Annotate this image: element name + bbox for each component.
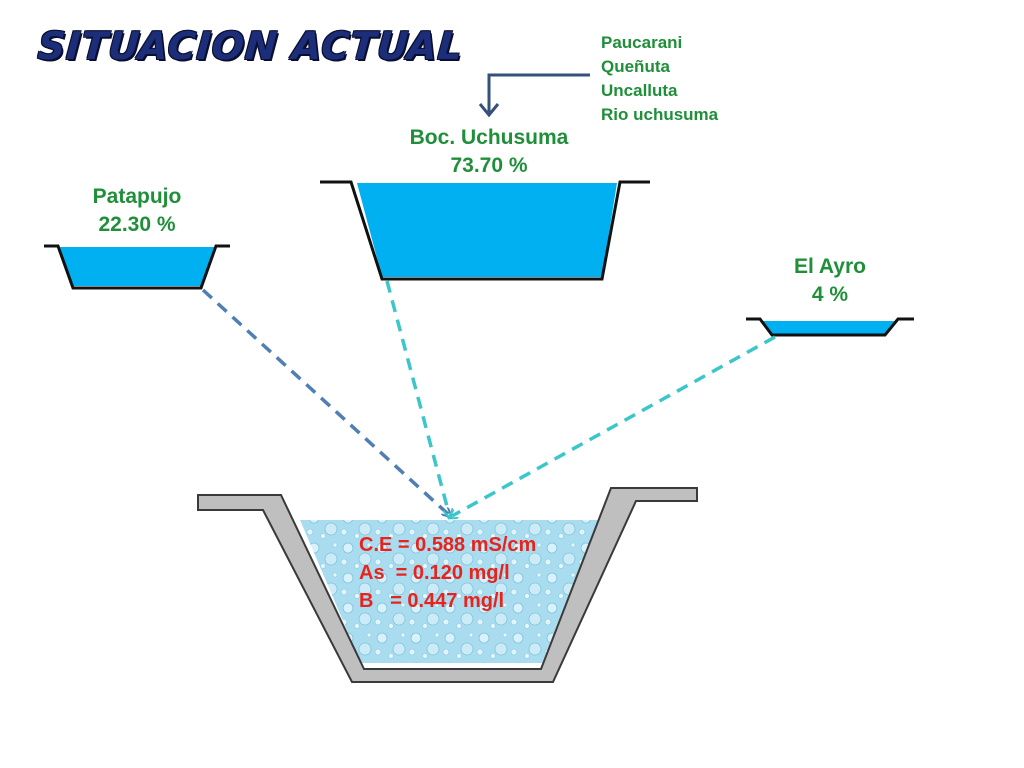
page-title: SITUACION ACTUAL: [36, 24, 465, 68]
label-uchusuma: Boc. Uchusuma 73.70 %: [389, 124, 589, 180]
reservoir-percent: 22.30 %: [98, 213, 176, 236]
label-patapujo: Patapujo 22.30 %: [67, 183, 207, 239]
flow-arrow-el-ayro: [452, 335, 776, 516]
reservoir-patapujo: [44, 244, 230, 290]
source-item: Queñuta: [601, 57, 670, 76]
arsenic-value: As = 0.120 mg/l: [359, 562, 510, 584]
reservoir-el-ayro: [746, 317, 914, 337]
conductivity-value: C.E = 0.588 mS/cm: [359, 534, 537, 556]
reservoir-percent: 73.70 %: [450, 154, 528, 177]
label-el-ayro: El Ayro 4 %: [768, 253, 892, 309]
boron-value: B = 0.447 mg/l: [359, 590, 505, 612]
reservoir-percent: 4 %: [811, 283, 849, 306]
main-tank: [197, 487, 698, 683]
reservoir-uchusuma: [320, 180, 650, 281]
source-item: Uncalluta: [601, 81, 678, 100]
flow-arrow-uchusuma: [385, 280, 449, 514]
source-item: Paucarani: [601, 33, 683, 52]
flow-arrow-patapujo: [201, 288, 448, 514]
source-list: Paucarani Queñuta Uncalluta Rio uchusuma: [601, 31, 718, 127]
reservoir-name: Boc. Uchusuma: [409, 126, 569, 149]
source-arrow: [478, 73, 590, 118]
source-item: Rio uchusuma: [601, 105, 719, 124]
reservoir-name: El Ayro: [794, 255, 866, 278]
water-quality-readout: C.E = 0.588 mS/cm As = 0.120 mg/l B = 0.…: [359, 531, 536, 615]
reservoir-name: Patapujo: [92, 185, 182, 208]
